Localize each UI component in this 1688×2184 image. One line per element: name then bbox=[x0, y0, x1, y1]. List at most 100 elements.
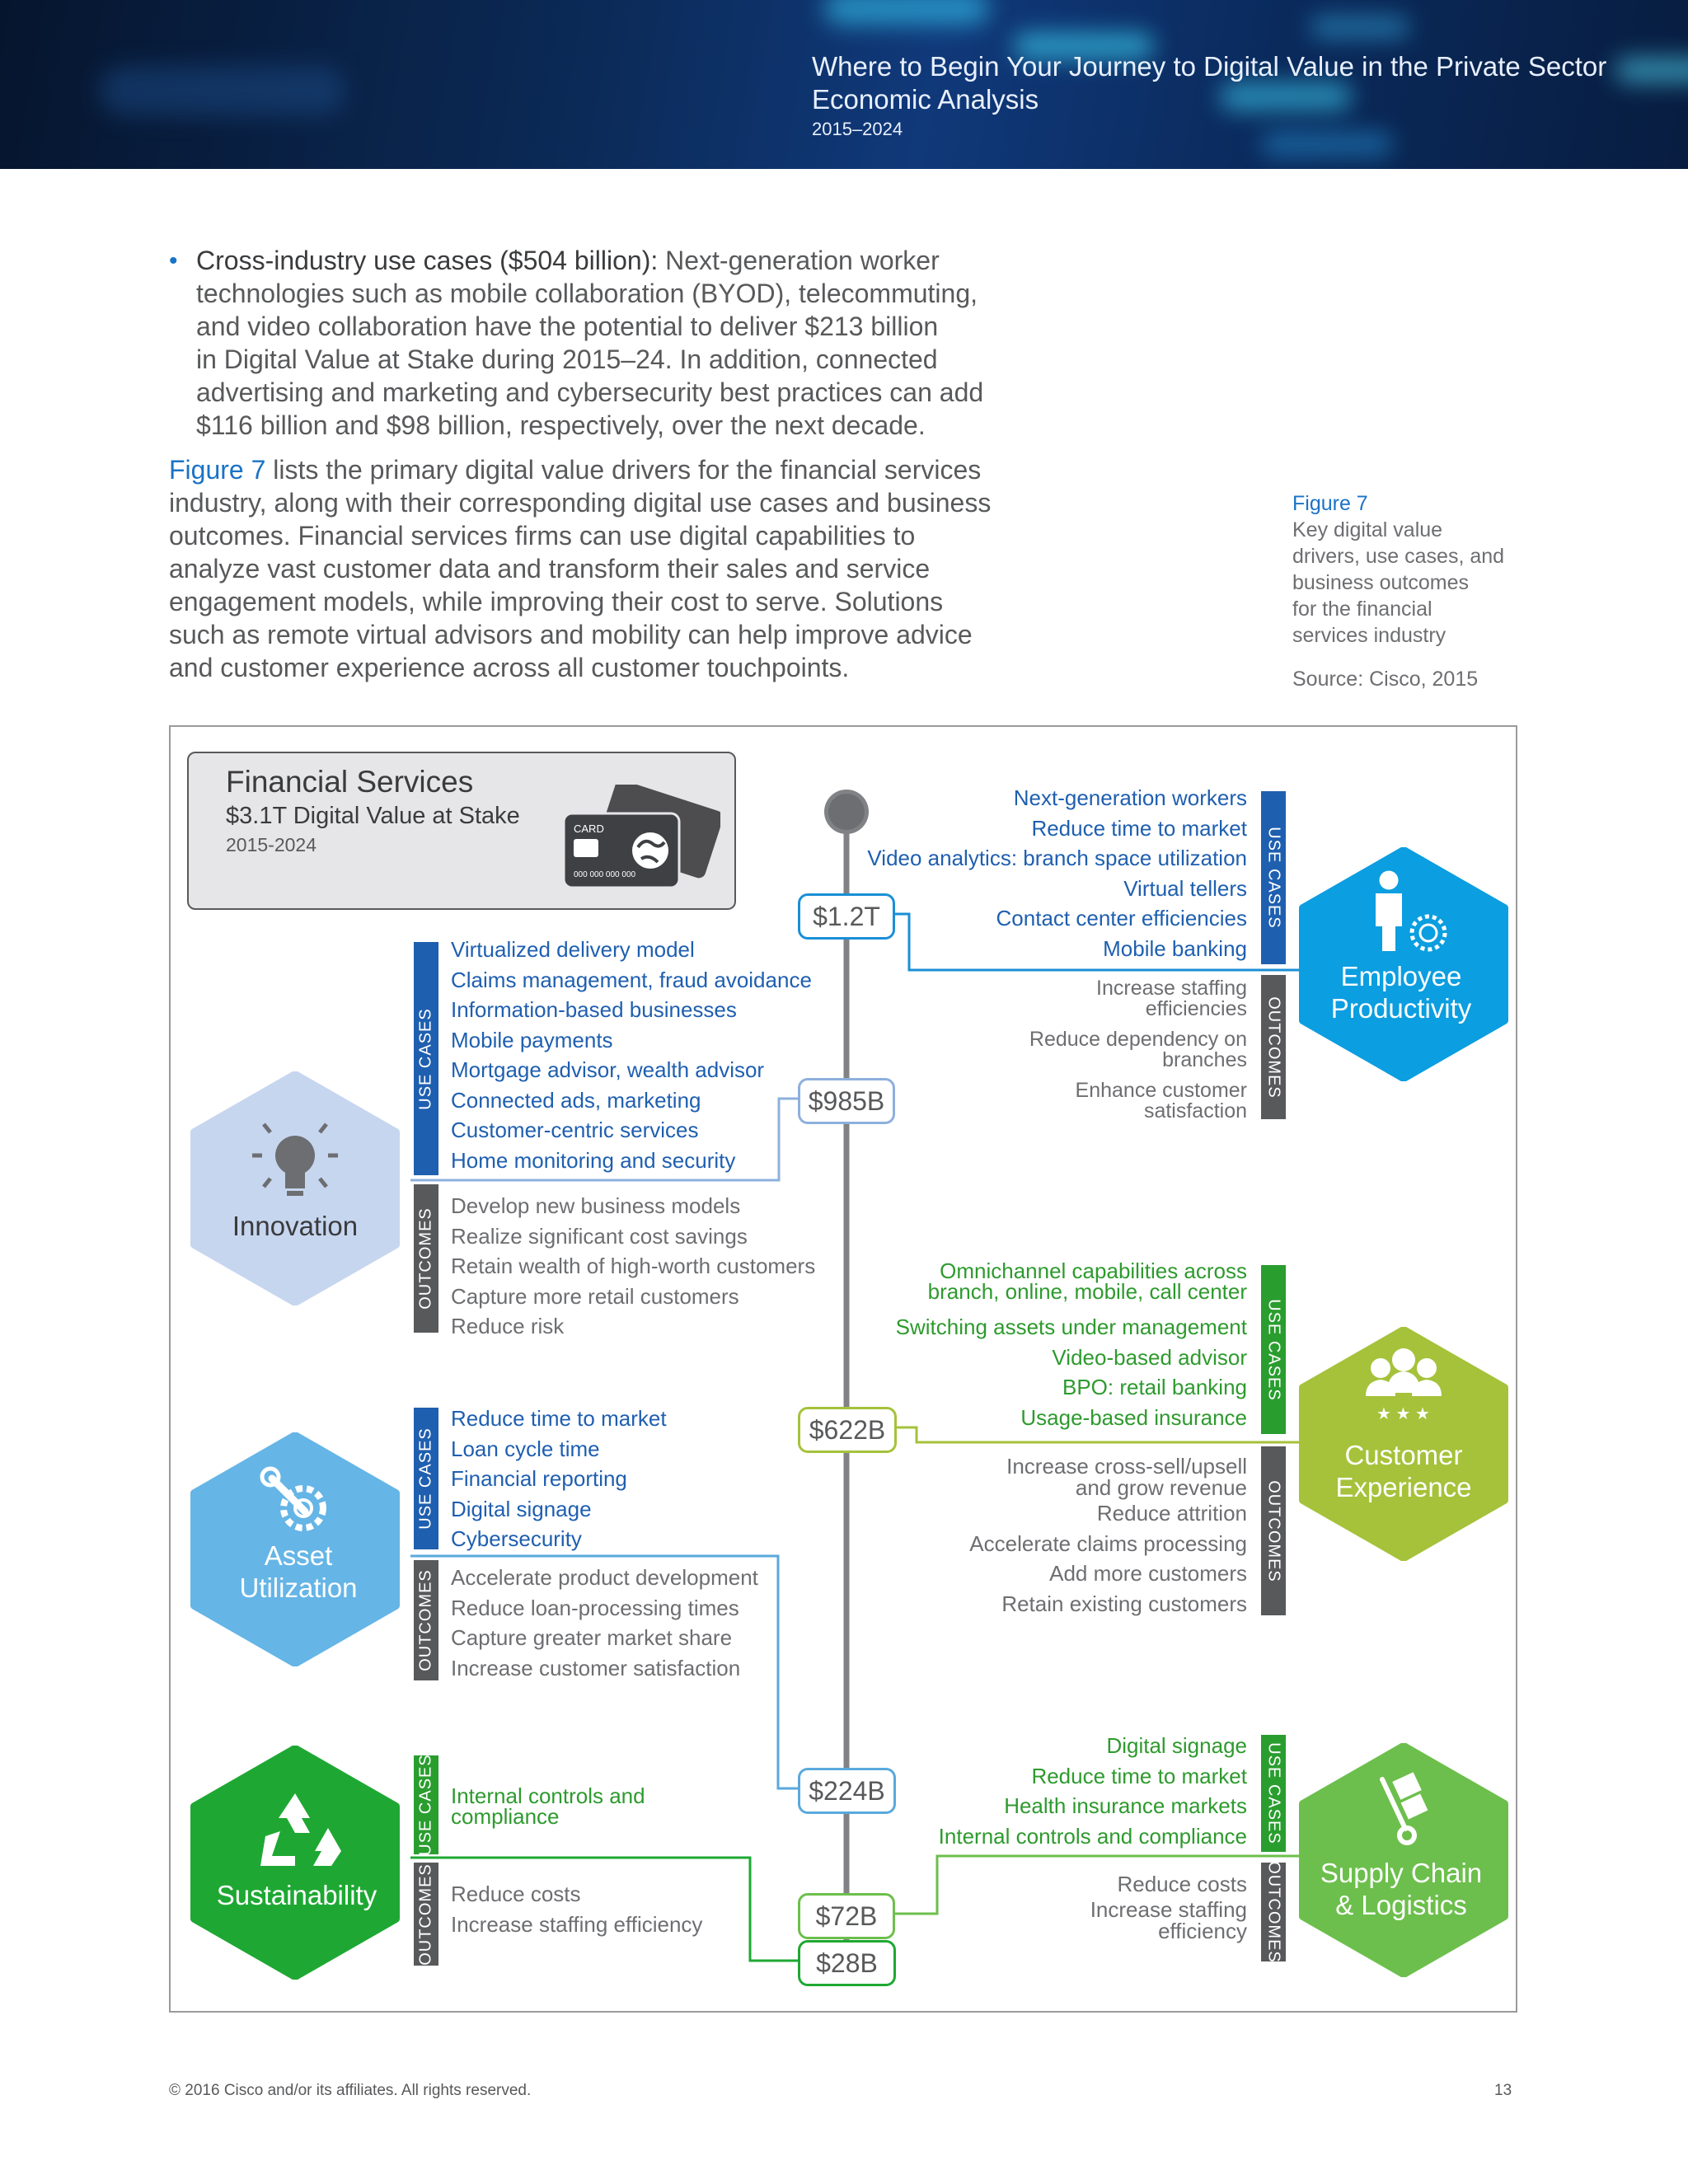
list-item: BPO: retail banking bbox=[1062, 1375, 1247, 1399]
list-item: satisfaction bbox=[1143, 1099, 1247, 1122]
figure-subtitle: $3.1T Digital Value at Stake bbox=[226, 803, 520, 829]
para-line: industry, along with their corresponding… bbox=[169, 488, 992, 518]
wrench-gear-icon bbox=[260, 1466, 326, 1531]
list-item: Video-based advisor bbox=[1052, 1344, 1247, 1370]
hand-truck-icon bbox=[1380, 1772, 1428, 1845]
para-line: analyze vast customer data and transform… bbox=[169, 554, 931, 583]
list-item: Digital signage bbox=[451, 1496, 592, 1521]
list-item: Reduce time to market bbox=[1031, 815, 1247, 841]
employee-outcomes: Increase staffing efficiencies Reduce de… bbox=[907, 978, 1247, 1122]
list-item: Accelerate product development bbox=[451, 1565, 758, 1590]
list-item: Virtual tellers bbox=[1123, 875, 1247, 901]
list-item: Reduce attrition bbox=[1096, 1501, 1247, 1526]
value-pill-supply: $72B bbox=[798, 1893, 895, 1939]
innovation-label: Innovation bbox=[232, 1211, 359, 1241]
list-item: Realize significant cost savings bbox=[451, 1223, 748, 1249]
financial-services-box: Financial Services $3.1T Digital Value a… bbox=[187, 752, 736, 910]
list-item: efficiencies bbox=[1145, 997, 1247, 1020]
list-item: Omnichannel capabilities across bbox=[940, 1258, 1247, 1283]
list-item: Reduce costs bbox=[1117, 1872, 1247, 1896]
bar-label: OUTCOMES bbox=[416, 1207, 435, 1310]
figure-years: 2015-2024 bbox=[226, 834, 316, 855]
list-item: Home monitoring and security bbox=[451, 1147, 736, 1173]
para-line: outcomes. Financial services firms can u… bbox=[169, 521, 916, 551]
asset-outcomes-bar: OUTCOMES bbox=[414, 1560, 438, 1680]
list-item: Mobile payments bbox=[451, 1027, 613, 1052]
bullet-line: technologies such as mobile collaboratio… bbox=[196, 279, 978, 308]
list-item: Virtualized delivery model bbox=[451, 937, 695, 962]
asset-outcomes: Accelerate product development Reduce lo… bbox=[451, 1563, 758, 1683]
header-title: Where to Begin Your Journey to Digital V… bbox=[812, 51, 1607, 82]
list-item: Retain existing customers bbox=[1001, 1591, 1247, 1616]
bar-label: OUTCOMES bbox=[1264, 1479, 1283, 1582]
hex-label-line: Productivity bbox=[1330, 993, 1472, 1024]
page-number: 13 bbox=[1494, 2082, 1512, 2099]
asset-label: Asset Utilization bbox=[191, 1540, 406, 1604]
list-item: Retain wealth of high-worth customers bbox=[451, 1254, 816, 1278]
list-item: Internal controls and compliance bbox=[938, 1823, 1247, 1849]
figure-caption: Figure 7 Key digital value drivers, use … bbox=[1292, 490, 1540, 692]
innovation-use-cases-bar: USE CASES bbox=[414, 942, 438, 1175]
employee-label: Employee Productivity bbox=[1294, 960, 1508, 1024]
list-item: Usage-based insurance bbox=[1020, 1404, 1247, 1430]
hex-label-line: Supply Chain bbox=[1320, 1858, 1483, 1888]
hex-label-line: Utilization bbox=[239, 1572, 358, 1603]
employee-outcomes-bar: OUTCOMES bbox=[1261, 975, 1286, 1119]
asset-hexagon bbox=[190, 1432, 400, 1666]
list-item: Digital signage bbox=[1106, 1733, 1247, 1758]
bullet-line: advertising and marketing and cybersecur… bbox=[196, 377, 984, 407]
supply-outcomes-bar: OUTCOMES bbox=[1261, 1861, 1286, 1963]
list-item: Customer-centric services bbox=[451, 1118, 699, 1142]
footer-copyright: © 2016 Cisco and/or its affiliates. All … bbox=[169, 2082, 532, 2099]
list-item: Internal controls and bbox=[451, 1783, 645, 1808]
bar-label: OUTCOMES bbox=[416, 1863, 435, 1966]
list-item: Reduce risk bbox=[451, 1314, 565, 1338]
list-item: Video analytics: branch space utilizatio… bbox=[867, 846, 1247, 870]
hex-label-line: Experience bbox=[1335, 1472, 1472, 1502]
value-pill-asset: $224B bbox=[798, 1768, 896, 1814]
hex-label-line: & Logistics bbox=[1335, 1890, 1467, 1920]
list-item: Health insurance markets bbox=[1004, 1793, 1247, 1818]
caption-line: for the financial bbox=[1292, 598, 1432, 621]
bullet-lead: Cross-industry use cases ($504 billion): bbox=[196, 246, 659, 275]
bar-label: USE CASES bbox=[1264, 827, 1283, 929]
list-item: branch, online, mobile, call center bbox=[927, 1279, 1247, 1304]
sustainability-label: Sustainability bbox=[216, 1880, 377, 1910]
bar-label: USE CASES bbox=[1264, 1742, 1283, 1844]
lightbulb-icon bbox=[252, 1122, 338, 1196]
list-item: Connected ads, marketing bbox=[451, 1087, 701, 1113]
list-item: Increase staffing bbox=[1096, 977, 1247, 1000]
list-item: Increase staffing bbox=[1090, 1897, 1247, 1922]
innovation-outcomes-bar: OUTCOMES bbox=[414, 1184, 438, 1333]
caption-line: Key digital value bbox=[1292, 518, 1443, 541]
para-line: lists the primary digital value drivers … bbox=[265, 455, 982, 485]
list-item: Claims management, fraud avoidance bbox=[451, 967, 812, 992]
bar-label: USE CASES bbox=[416, 1007, 435, 1110]
bar-label: OUTCOMES bbox=[1264, 996, 1283, 1099]
list-item: Mortgage advisor, wealth advisor bbox=[451, 1057, 765, 1082]
customer-label: Customer Experience bbox=[1296, 1439, 1511, 1503]
sustainability-use-cases-bar: USE CASES bbox=[414, 1754, 438, 1856]
supply-hexagon bbox=[1299, 1743, 1508, 1977]
list-item: Add more customers bbox=[1049, 1561, 1247, 1586]
customer-people-icon: ★ ★ ★ bbox=[1366, 1348, 1442, 1423]
bullet-line: Next-generation worker bbox=[658, 246, 940, 275]
list-item: Mobile banking bbox=[1103, 935, 1247, 961]
list-item: Contact center efficiencies bbox=[996, 906, 1247, 930]
value-pill-sustainability: $28B bbox=[798, 1940, 896, 1986]
list-item: compliance bbox=[451, 1804, 560, 1829]
list-item: Next-generation workers bbox=[1013, 785, 1247, 810]
bar-label: OUTCOMES bbox=[1264, 1861, 1283, 1963]
list-item: branches bbox=[1162, 1048, 1247, 1071]
list-item: Capture greater market share bbox=[451, 1625, 733, 1650]
sustainability-use-cases: Internal controls and compliance bbox=[451, 1783, 645, 1829]
employee-use-cases: Next-generation workers Reduce time to m… bbox=[824, 783, 1247, 963]
svg-text:★ ★ ★: ★ ★ ★ bbox=[1376, 1405, 1430, 1423]
caption-label: Figure 7 bbox=[1292, 492, 1368, 515]
employee-use-cases-bar: USE CASES bbox=[1261, 791, 1286, 964]
caption-line: drivers, use cases, and bbox=[1292, 545, 1505, 568]
figure-link[interactable]: Figure 7 bbox=[169, 455, 266, 485]
supply-label: Supply Chain & Logistics bbox=[1294, 1857, 1508, 1921]
asset-use-cases: Reduce time to market Loan cycle time Fi… bbox=[451, 1404, 667, 1554]
list-item: Reduce costs bbox=[451, 1882, 581, 1906]
